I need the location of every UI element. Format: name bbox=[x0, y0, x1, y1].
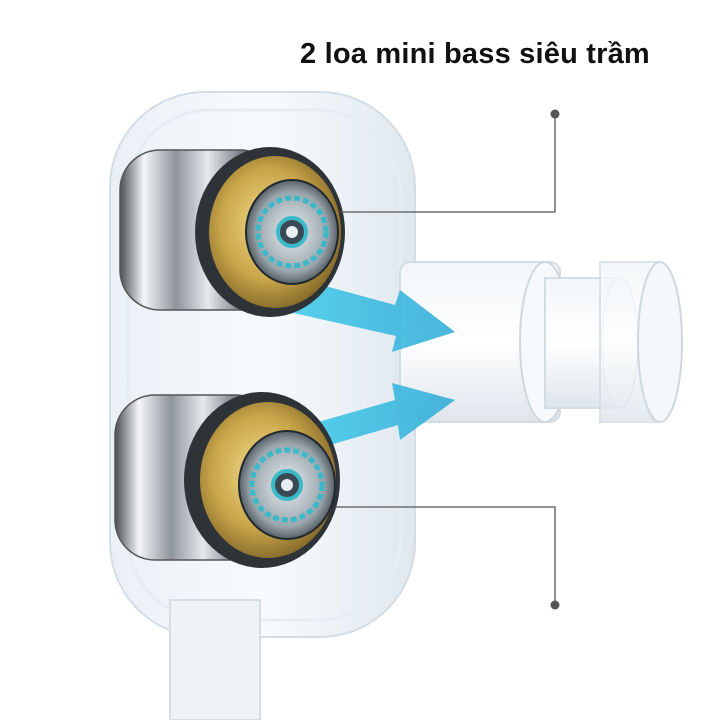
sound-arrow-upper bbox=[280, 275, 455, 352]
callout-upper bbox=[340, 109, 560, 213]
sound-arrow-lower bbox=[290, 383, 455, 455]
upper-driver bbox=[119, 147, 345, 317]
callout-lower bbox=[335, 506, 560, 610]
nozzle bbox=[399, 261, 683, 423]
lower-driver bbox=[114, 392, 340, 568]
product-caption: 2 loa mini bass siêu trầm bbox=[300, 38, 650, 70]
